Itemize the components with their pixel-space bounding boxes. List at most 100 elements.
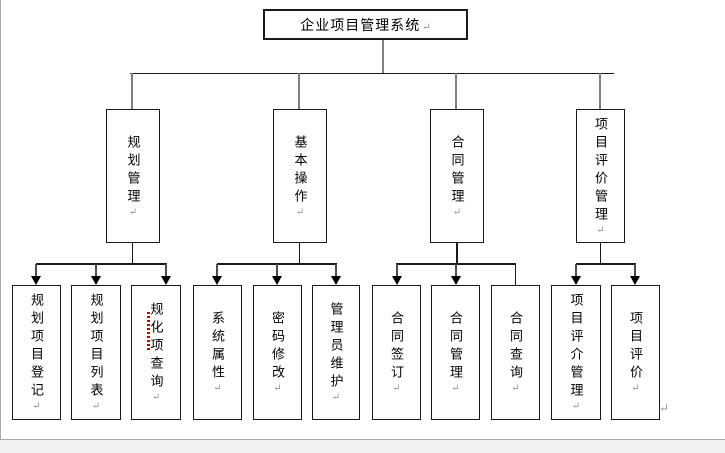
line-break-mark-icon: ↵ [391,383,402,394]
node-label: 系统属性↵ [210,311,225,394]
connector-stem [216,264,218,277]
arrow-down-icon [451,276,461,285]
node-label-text: 项目评价管理 [593,116,608,225]
connector-planning-horizontal [36,263,167,265]
connector-stub-evaluation [599,73,601,109]
arrow-down-icon [630,276,640,285]
connector-stem [276,264,278,277]
node-label-text: 合同管理 [449,134,465,207]
node-label: 企业项目管理系统↵ [300,15,430,35]
node-password-change[interactable]: 密码修改↵ [253,285,302,420]
node-root-enterprise-project-management[interactable]: 企业项目管理系统↵ [263,9,468,40]
line-break-mark-icon: ↵ [330,392,342,403]
node-label-text: 项目评价 [628,311,643,383]
node-project-evaluation-management[interactable]: 项目评价管理↵ [576,109,625,243]
arrow-down-icon [91,276,101,285]
line-break-mark-icon: ↵ [595,224,606,236]
node-label: 合同管理↵ [449,134,465,218]
node-basic-operations[interactable]: 基本操作↵ [273,109,327,243]
connector-stem [95,264,97,277]
node-planning-management[interactable]: 规划管理↵ [106,109,160,243]
connector-stub-contract [455,73,457,109]
node-planning-project-query[interactable]: 规化项查询↵ [131,285,181,420]
arrow-down-icon [571,276,581,285]
arrow-down-icon [331,276,341,285]
node-system-attributes[interactable]: 系统属性↵ [193,285,242,420]
line-break-mark-icon: ↵ [127,206,139,218]
connector-planning-drop [131,243,133,264]
connector-evaluation-horizontal [576,263,636,265]
node-contract-management-child[interactable]: 合同管理↵ [431,285,480,420]
node-label: 项目评价↵ [628,311,643,394]
node-label-text: 规划项目登记 [29,293,44,401]
arrow-down-icon [161,276,171,285]
node-label-text: 密码修改 [270,311,285,383]
connector-stem [575,264,577,277]
node-label-text: 系统属性 [210,311,225,383]
connector-contract-drop [456,243,458,264]
node-contract-management[interactable]: 合同管理↵ [430,109,484,243]
node-label-text: 合同管理 [448,311,463,383]
line-break-mark-icon: ↵ [294,206,306,218]
line-break-mark-icon: ↵ [422,21,431,33]
node-project-review-management[interactable]: 项目评介管理↵ [551,285,601,420]
arrow-down-icon [272,276,282,285]
connector-stem [395,264,398,277]
node-label-text: 规划项目列表 [88,293,104,401]
node-label: 项目评价管理↵ [593,116,608,236]
node-label-text: 企业项目管理系统 [300,18,421,34]
node-label: 规化项查询↵ [148,302,164,403]
spellcheck-underline [147,312,150,350]
connector-stem [35,264,37,277]
line-break-mark-icon: ↵ [272,383,283,394]
node-administrator-maintenance[interactable]: 管理员维护↵ [312,285,360,420]
node-project-evaluation[interactable]: 项目评价↵ [611,285,660,420]
connector-evaluation-drop [599,243,601,264]
below-page-area [0,440,725,453]
connector-basic-ops-horizontal [217,263,337,265]
connector-contract-query-elbow [514,263,516,285]
node-label-text: 合同查询 [508,311,523,383]
node-planning-project-registration[interactable]: 规划项目登记↵ [12,285,61,420]
node-label: 合同签订↵ [389,311,404,394]
connector-root-drop [382,40,384,73]
node-label-text: 基本操作 [292,134,308,207]
connector-stub-planning [131,73,133,109]
node-label: 规划项目登记↵ [29,293,44,412]
connector-stem [634,264,636,277]
page-left-edge [0,0,1,440]
page-bottom-edge [0,439,725,440]
node-label: 规划项目列表↵ [88,293,104,412]
line-break-mark-icon: ↵ [212,383,223,394]
line-break-mark-icon: ↵ [150,392,162,403]
node-label: 项目评介管理↵ [568,293,584,412]
line-break-mark-icon: ↵ [570,401,582,412]
node-label-misspelled-text: 规化 [148,302,164,338]
node-label-text: 合同签订 [389,311,404,383]
node-label: 密码修改↵ [270,311,285,394]
node-contract-query[interactable]: 合同查询↵ [491,285,540,420]
line-break-mark-icon: ↵ [630,383,641,394]
connector-stem [455,264,457,277]
node-label: 合同管理↵ [448,311,463,394]
line-break-mark-icon: ↵ [451,206,463,218]
node-label-text: 项查询 [148,338,164,392]
node-label-text: 项目评介管理 [568,293,584,401]
connector-stem [165,264,167,277]
node-label: 合同查询↵ [508,311,523,394]
line-break-mark-icon: ↵ [90,401,102,412]
node-label: 基本操作↵ [292,134,308,218]
line-break-mark-icon: ↵ [31,401,42,412]
arrow-down-icon [391,276,402,285]
arrow-down-icon [212,276,222,285]
connector-basic-ops-drop [298,243,300,264]
connector-top-horizontal [130,72,614,74]
arrow-down-icon [31,276,41,285]
node-contract-signing[interactable]: 合同签订↵ [372,285,421,420]
node-label: 管理员维护↵ [329,302,344,403]
paragraph-mark-icon: ↵ [659,401,670,415]
node-label-text: 规划管理 [125,134,141,207]
line-break-mark-icon: ↵ [450,383,461,394]
node-label: 规划管理↵ [125,134,141,218]
node-planning-project-list[interactable]: 规划项目列表↵ [71,285,121,420]
